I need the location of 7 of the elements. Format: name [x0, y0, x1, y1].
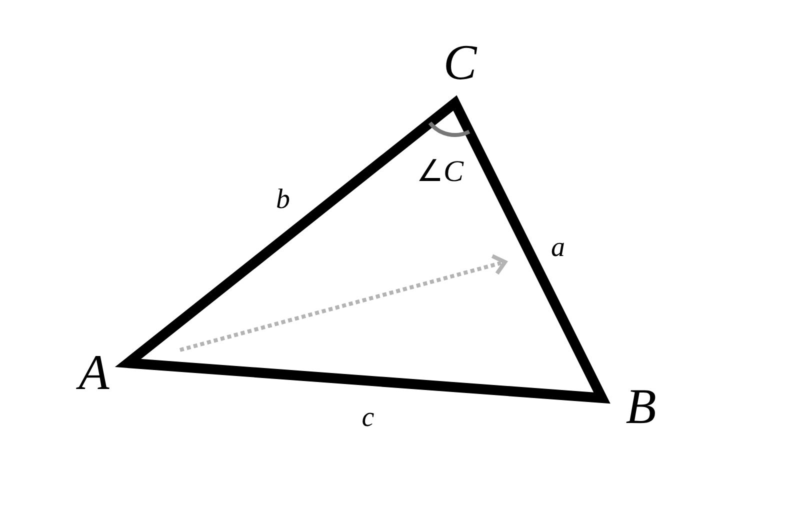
angle-label: ∠C — [416, 157, 464, 187]
side-label: b — [276, 186, 290, 214]
side-label: a — [551, 234, 565, 262]
side-label: c — [362, 404, 374, 432]
vertex-label: C — [443, 37, 477, 87]
vertex-label: A — [78, 347, 110, 397]
vertex-label: B — [626, 381, 656, 431]
